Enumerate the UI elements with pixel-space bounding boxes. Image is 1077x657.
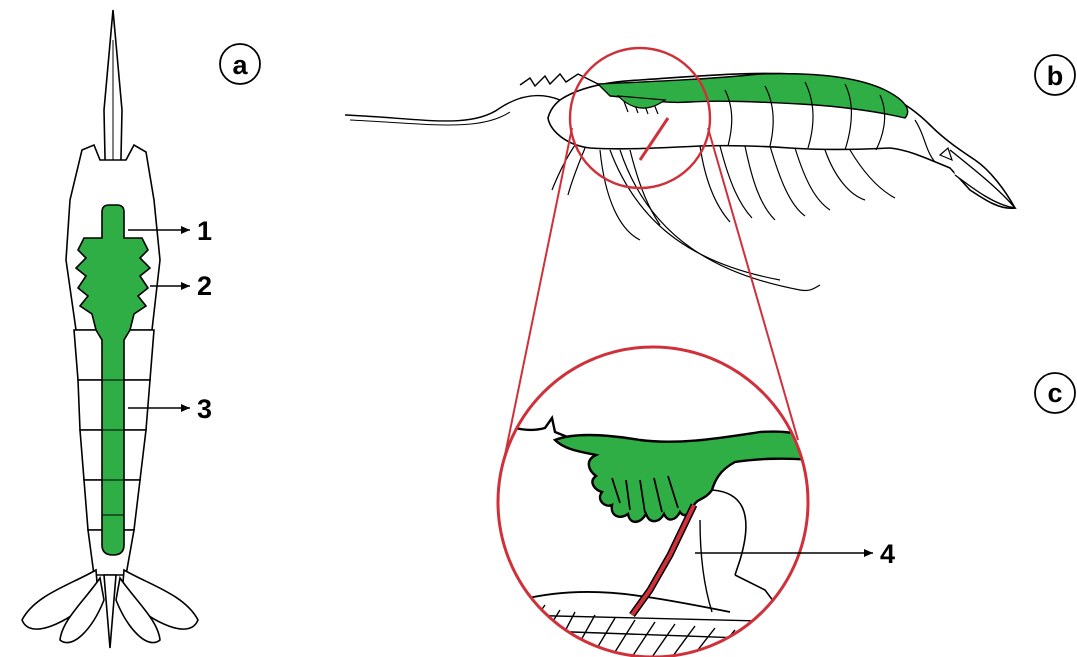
tail-fan (22, 570, 198, 648)
callout-label-4: 4 (880, 539, 895, 569)
tail-lateral (950, 150, 1015, 208)
panel-label-a: a (232, 50, 248, 80)
panel-b-lateral-view: b (345, 48, 1075, 291)
callout-label-2: 2 (197, 271, 212, 301)
antenna (345, 96, 560, 121)
callout-label-1: 1 (197, 216, 212, 246)
callout-label-3: 3 (197, 394, 212, 424)
rostrum-lateral (520, 74, 598, 86)
panel-label-b: b (1047, 61, 1064, 91)
panel-label-c: c (1047, 378, 1062, 408)
panel-a-dorsal-view: 1 2 3 a (22, 10, 260, 648)
legs-lateral (552, 145, 895, 291)
